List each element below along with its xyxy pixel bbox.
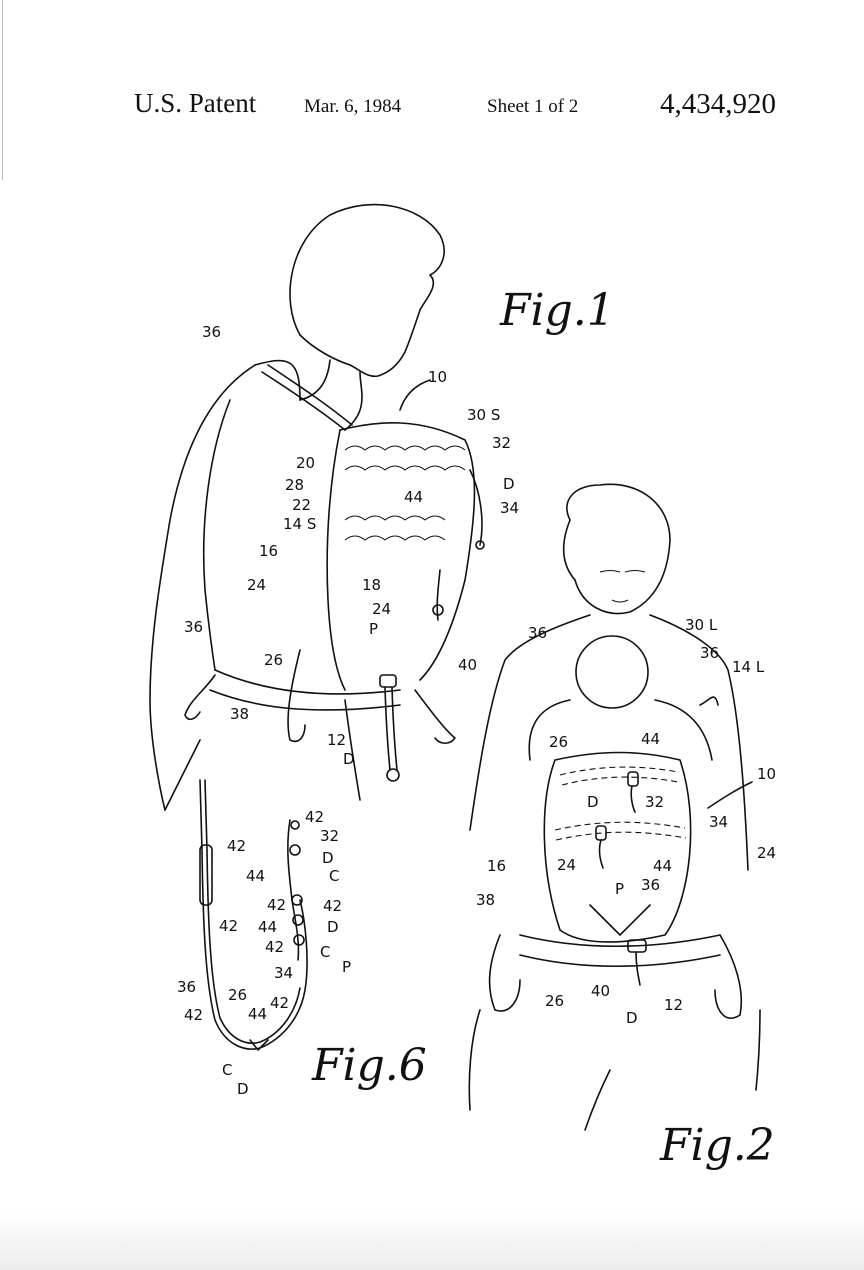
reference-numeral: 44 xyxy=(248,1005,267,1023)
figure-6-label: Fig.6 xyxy=(311,1040,427,1091)
reference-numeral: 34 xyxy=(709,813,728,831)
reference-numeral: 42 xyxy=(270,994,289,1012)
header-date: Mar. 6, 1984 xyxy=(304,96,402,117)
reference-numeral: 14 L xyxy=(732,658,765,676)
reference-numeral: 42 xyxy=(227,837,246,855)
page-bottom-shadow xyxy=(0,1210,864,1270)
header-title: U.S. Patent xyxy=(134,88,257,118)
reference-numeral: 24 xyxy=(247,576,266,594)
reference-numeral: 34 xyxy=(500,499,519,517)
reference-numeral: D xyxy=(587,793,599,811)
reference-numeral: 18 xyxy=(362,576,381,594)
reference-numeral: D xyxy=(343,750,355,768)
reference-numeral: 12 xyxy=(664,996,683,1014)
reference-numeral: 16 xyxy=(259,542,278,560)
reference-numeral: 42 xyxy=(305,808,324,826)
reference-numeral: 34 xyxy=(274,964,293,982)
reference-numeral: 10 xyxy=(428,368,447,386)
reference-numeral: 32 xyxy=(645,793,664,811)
reference-numeral: 22 xyxy=(292,496,311,514)
reference-numeral: C xyxy=(222,1061,232,1079)
reference-numeral: 26 xyxy=(228,986,247,1004)
reference-numeral: 44 xyxy=(258,918,277,936)
figure-6-illustration xyxy=(199,779,308,1051)
reference-numeral: 30 L xyxy=(685,616,718,634)
reference-numeral: 42 xyxy=(184,1006,203,1024)
figure-2-label: Fig.2 xyxy=(659,1120,775,1171)
reference-numeral: P xyxy=(369,620,378,638)
reference-numeral: 24 xyxy=(372,600,391,618)
reference-numeral: 32 xyxy=(320,827,339,845)
page-edge-line xyxy=(2,0,3,180)
reference-numeral: D xyxy=(322,849,334,867)
reference-numeral: 14 S xyxy=(283,515,316,533)
reference-numeral: 32 xyxy=(492,434,511,452)
reference-numeral: 30 S xyxy=(467,406,500,424)
reference-numeral: 24 xyxy=(757,844,776,862)
reference-numeral: 26 xyxy=(549,733,568,751)
reference-numeral: 40 xyxy=(458,656,477,674)
reference-numeral: 38 xyxy=(476,891,495,909)
reference-numeral: 44 xyxy=(641,730,660,748)
reference-numeral: 42 xyxy=(323,897,342,915)
reference-numeral: 28 xyxy=(285,476,304,494)
reference-numeral: D xyxy=(503,475,515,493)
header-patent-number: 4,434,920 xyxy=(660,88,776,120)
figure-1-illustration xyxy=(149,203,485,811)
reference-numeral: 36 xyxy=(641,876,660,894)
reference-numeral: 16 xyxy=(487,857,506,875)
reference-numeral: D xyxy=(327,918,339,936)
reference-numeral: P xyxy=(342,958,351,976)
reference-numeral: 20 xyxy=(296,454,315,472)
reference-numeral: 44 xyxy=(246,867,265,885)
reference-numeral: D xyxy=(626,1009,638,1027)
reference-numeral: 44 xyxy=(653,857,672,875)
header-sheet: Sheet 1 of 2 xyxy=(487,96,579,117)
reference-numeral: 40 xyxy=(591,982,610,1000)
figure-2-illustration xyxy=(468,483,761,1131)
reference-numeral: C xyxy=(329,867,339,885)
reference-numeral: P xyxy=(615,880,624,898)
reference-numeral: 36 xyxy=(202,323,221,341)
reference-numeral: 36 xyxy=(184,618,203,636)
reference-numeral: 36 xyxy=(700,644,719,662)
reference-numeral: D xyxy=(237,1080,249,1098)
reference-numeral: 24 xyxy=(557,856,576,874)
reference-numeral: 36 xyxy=(177,978,196,996)
reference-numeral: 42 xyxy=(265,938,284,956)
reference-numeral: C xyxy=(320,943,330,961)
reference-numeral: 12 xyxy=(327,731,346,749)
reference-numeral: 26 xyxy=(264,651,283,669)
figure-1-label: Fig.1 xyxy=(499,285,615,336)
reference-numeral: 42 xyxy=(267,896,286,914)
reference-numeral: 38 xyxy=(230,705,249,723)
reference-numeral: 44 xyxy=(404,488,423,506)
reference-numeral: 42 xyxy=(219,917,238,935)
reference-numeral: 10 xyxy=(757,765,776,783)
reference-numeral: 36 xyxy=(528,624,547,642)
reference-numeral: 26 xyxy=(545,992,564,1010)
